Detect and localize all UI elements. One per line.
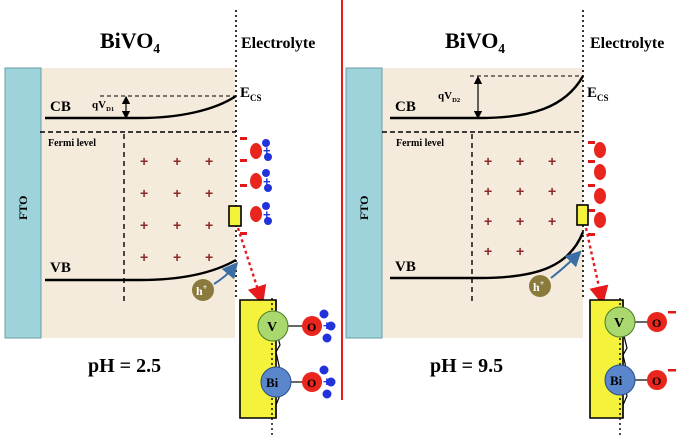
fto-label: FTO [357,196,371,220]
fto-label: FTO [16,196,30,220]
svg-text:O: O [652,316,661,330]
svg-text:+: + [263,174,271,189]
svg-text:O: O [652,374,661,388]
hole-transfer-arrow [550,250,582,279]
ph-label: pH = 9.5 [430,355,503,377]
electrolyte-label: Electrolyte [241,35,315,52]
svg-text:+: + [140,217,148,233]
surface-zoom: V Bi O O [589,298,676,436]
svg-text:+: + [516,183,524,199]
svg-text:V: V [614,316,624,331]
svg-text:O: O [307,320,316,334]
zoom-arrow [236,227,267,306]
bismuth-atom [604,364,636,396]
surface-charges [588,141,595,236]
electrolyte-label: Electrolyte [590,35,664,52]
zoom-box [228,205,242,227]
svg-text:+: + [484,213,492,229]
positive-charges: + + + + + + + + + + + [484,153,556,259]
svg-text:+: + [205,185,213,201]
oxygen-atom [647,312,667,332]
zoom-arrow [584,227,609,306]
svg-text:+: + [263,143,271,158]
fermi-label: Fermi level [48,138,96,149]
conduction-band [390,75,585,120]
svg-text:+: + [205,249,213,265]
svg-text:+: + [173,153,181,169]
ecs-label: ECS [587,85,609,103]
hole-label: h+ [533,279,545,294]
svg-text:+: + [140,153,148,169]
svg-text:+: + [205,153,213,169]
svg-text:+: + [173,217,181,233]
oxygen-atom [302,316,322,336]
bismuth-atom [260,366,292,398]
positive-charges: + + + + + + + + + + + + [140,153,213,265]
valence-band [390,231,585,280]
svg-text:+: + [516,213,524,229]
svg-text:+: + [173,249,181,265]
cb-label: CB [395,99,416,115]
hole [192,279,214,301]
conduction-band [45,95,237,120]
ph-label: pH = 2.5 [88,355,161,377]
svg-text:+: + [173,185,181,201]
vb-label: VB [50,260,71,276]
surface-zoom: V Bi O + O + [239,298,336,436]
hole-label: h+ [196,283,208,298]
fermi-label: Fermi level [396,138,444,149]
svg-text:Bi: Bi [610,373,623,388]
oxygen-atom [647,370,667,390]
adsorbed-oxygen [594,142,606,228]
oxygen-atom [302,372,322,392]
svg-text:+: + [548,153,556,169]
fto-layer [345,67,383,339]
svg-text:+: + [484,153,492,169]
ecs-label: ECS [240,85,262,103]
svg-text:+: + [263,207,271,222]
svg-text:Bi: Bi [266,375,279,390]
left-panel: FTO BiVO4 Electrolyte CB qVD1 ECS Fermi … [4,10,336,436]
svg-text:V: V [267,320,277,335]
zoom-box [576,204,589,226]
svg-text:+: + [140,249,148,265]
right-panel: FTO BiVO4 Electrolyte CB qVD2 ECS Fermi … [345,10,676,436]
barrier-label: qVD2 [438,90,461,104]
svg-text:+: + [484,243,492,259]
vanadium-atom [604,306,636,338]
hole-transfer-arrow [213,261,239,285]
barrier-label: qVD1 [92,99,114,113]
vb-label: VB [395,259,416,275]
material-title: BiVO4 [445,28,505,56]
svg-text:+: + [323,374,331,389]
hole [529,275,551,297]
svg-text:+: + [516,153,524,169]
surface-charges [240,137,247,235]
svg-text:+: + [484,183,492,199]
svg-text:+: + [140,185,148,201]
fto-layer [4,67,42,339]
material-title: BiVO4 [100,28,160,56]
svg-text:+: + [323,318,331,333]
svg-text:+: + [548,183,556,199]
svg-text:O: O [307,376,316,390]
svg-text:+: + [205,217,213,233]
svg-text:+: + [548,213,556,229]
adsorbed-oxygen-protons: + + + [250,139,272,225]
vanadium-atom [257,310,289,342]
svg-text:+: + [516,243,524,259]
cb-label: CB [50,99,71,115]
